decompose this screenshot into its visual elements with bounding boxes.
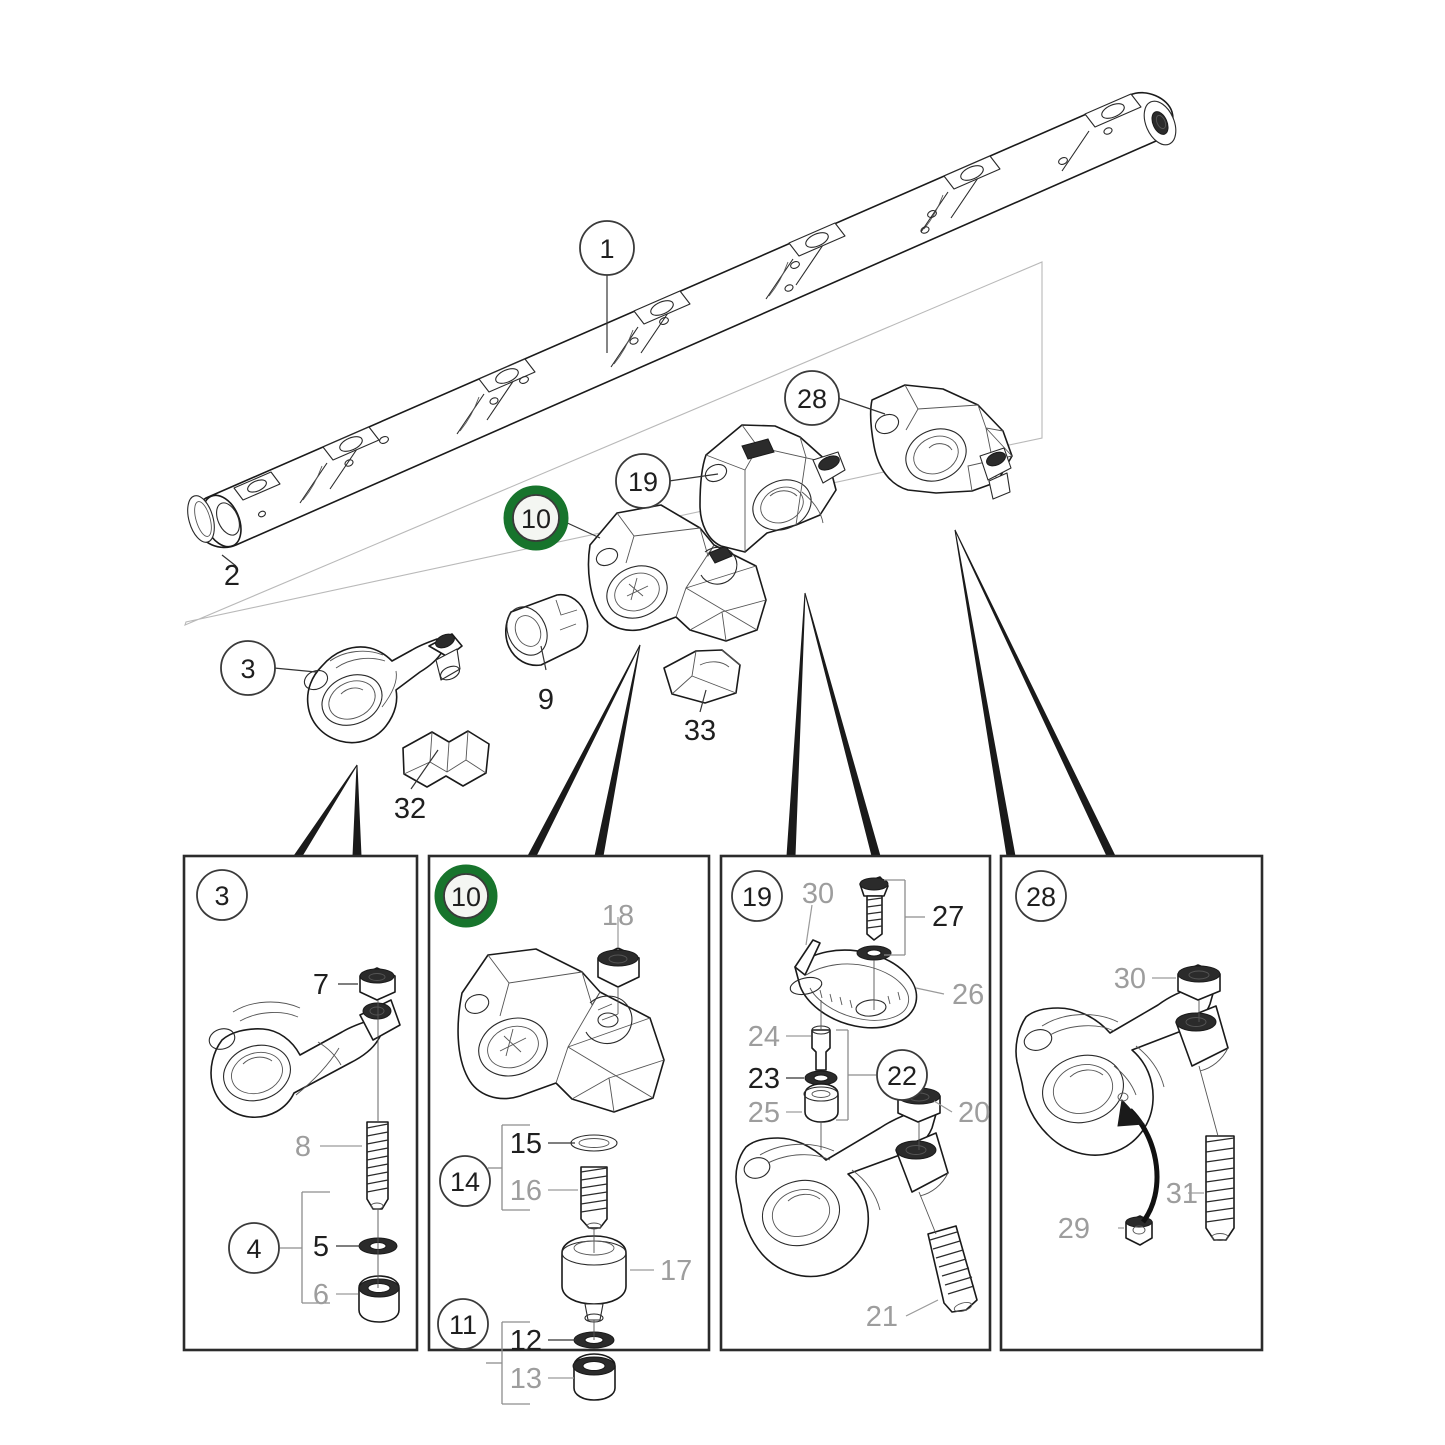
part-25-cap bbox=[803, 1083, 839, 1123]
panel-10-label-16: 16 bbox=[510, 1175, 542, 1207]
wear-cap-part-33 bbox=[663, 649, 741, 704]
panel-19-content bbox=[735, 876, 978, 1317]
callout-label-1: 1 bbox=[599, 234, 614, 264]
panel-19-label-23: 23 bbox=[748, 1063, 780, 1095]
panel-3-label-5: 5 bbox=[313, 1231, 329, 1263]
valve-bridge-part-32 bbox=[402, 730, 490, 788]
panel-3-badge-label: 3 bbox=[214, 881, 229, 911]
part-29-plug bbox=[1125, 1215, 1153, 1246]
rocker-shaft-part-1 bbox=[195, 91, 1177, 549]
panel-28-content bbox=[1015, 964, 1235, 1246]
panel-10-label-18: 18 bbox=[602, 900, 634, 932]
panel-19-group-badge-22-label: 22 bbox=[887, 1061, 917, 1091]
panel-3-label-8: 8 bbox=[295, 1131, 311, 1163]
panel-10-group-badge-11-label: 11 bbox=[449, 1310, 477, 1340]
projection-plane bbox=[184, 261, 1043, 626]
callout-label-2: 2 bbox=[224, 560, 240, 592]
intake-rocker-part-28 bbox=[869, 384, 1013, 500]
main-assembly-view bbox=[184, 91, 1177, 857]
callout-label-32: 32 bbox=[394, 793, 426, 825]
callout-label-19: 19 bbox=[628, 467, 658, 497]
panel-10-group-badge-14-label: 14 bbox=[450, 1167, 480, 1197]
bushing-part-9 bbox=[505, 593, 589, 667]
part-31-adjusting-screw bbox=[1205, 1135, 1235, 1241]
panel-10-label-17: 17 bbox=[660, 1255, 692, 1287]
panel-19-label-21: 21 bbox=[866, 1301, 898, 1333]
panel-3-badge[interactable]: 3 bbox=[196, 869, 248, 921]
part-6-cap bbox=[358, 1275, 400, 1323]
panel-3-group-badge-4-label: 4 bbox=[246, 1234, 261, 1264]
callout-label-10: 10 bbox=[521, 504, 551, 534]
panel-19-badge[interactable]: 19 bbox=[731, 870, 783, 922]
callout-label-33: 33 bbox=[684, 715, 716, 747]
panel-19-label-25: 25 bbox=[748, 1097, 780, 1129]
part-8-adjusting-screw bbox=[366, 1121, 389, 1210]
panel-10-content bbox=[457, 917, 665, 1405]
panel-badges-and-labels: 3 7 8 5 6 4 10 18 15 16 17 12 13 14 11 bbox=[196, 864, 1198, 1395]
panel-19-label-24: 24 bbox=[748, 1021, 780, 1053]
panel-3-group-badge-4[interactable]: 4 bbox=[228, 1222, 280, 1274]
panel-10-badge[interactable]: 10 bbox=[434, 864, 498, 928]
injector-rocker-part-10 bbox=[587, 504, 767, 642]
panel-19-label-26: 26 bbox=[952, 979, 984, 1011]
panel-10-label-12: 12 bbox=[510, 1325, 542, 1357]
callout-label-9: 9 bbox=[538, 684, 554, 716]
part-30-nut bbox=[1177, 964, 1221, 1001]
panel-10-badge-label: 10 bbox=[451, 882, 481, 912]
panel-28-label-31: 31 bbox=[1166, 1178, 1198, 1210]
panel-28-label-30: 30 bbox=[1114, 963, 1146, 995]
panel-10-group-badge-11[interactable]: 11 bbox=[437, 1298, 489, 1350]
panel-10-label-13: 13 bbox=[510, 1363, 542, 1395]
panel-10-group-badge-14[interactable]: 14 bbox=[439, 1155, 491, 1207]
callout-balloon-1[interactable]: 1 bbox=[579, 220, 635, 276]
shaft-end-plug-part-2 bbox=[187, 495, 215, 543]
panel-19-label-27: 27 bbox=[932, 901, 964, 933]
panel-28-label-29: 29 bbox=[1058, 1213, 1090, 1245]
part-21-adjusting-screw bbox=[927, 1225, 978, 1313]
part-26-yoke bbox=[789, 939, 918, 1029]
panel-19-label-20: 20 bbox=[958, 1097, 990, 1129]
panel-28-badge[interactable]: 28 bbox=[1015, 870, 1067, 922]
callout-balloon-10[interactable]: 10 bbox=[503, 485, 569, 551]
part-16-spring bbox=[580, 1166, 608, 1230]
part-13-cap bbox=[572, 1353, 616, 1401]
callout-label-28: 28 bbox=[797, 384, 827, 414]
shaft-mount-pads bbox=[233, 93, 1142, 501]
part-7-nut bbox=[359, 967, 396, 1001]
panel-3-content bbox=[208, 967, 401, 1323]
panel-3-label-6: 6 bbox=[313, 1279, 329, 1311]
part-27-bolt bbox=[856, 876, 892, 961]
panel-28-badge-label: 28 bbox=[1026, 882, 1056, 912]
callout-label-3: 3 bbox=[240, 654, 255, 684]
callout-balloon-3[interactable]: 3 bbox=[220, 640, 276, 696]
part-18-locknut bbox=[597, 947, 640, 988]
part-23-washer bbox=[804, 1070, 838, 1086]
panel-3-label-7: 7 bbox=[313, 969, 329, 1001]
panel-10-label-15: 15 bbox=[510, 1128, 542, 1160]
callout-balloon-19[interactable]: 19 bbox=[615, 453, 671, 509]
callout-balloon-28[interactable]: 28 bbox=[784, 370, 840, 426]
rocker-arm-part-3 bbox=[303, 633, 463, 744]
main-leader-lines bbox=[221, 275, 886, 790]
panel-19-label-30: 30 bbox=[802, 878, 834, 910]
exhaust-rocker-part-19 bbox=[699, 424, 846, 553]
panel-19-badge-label: 19 bbox=[742, 882, 772, 912]
panel-19-group-badge-22[interactable]: 22 bbox=[876, 1049, 928, 1101]
main-callout-balloons: 1 3 10 19 28 2 9 32 33 bbox=[220, 220, 840, 825]
